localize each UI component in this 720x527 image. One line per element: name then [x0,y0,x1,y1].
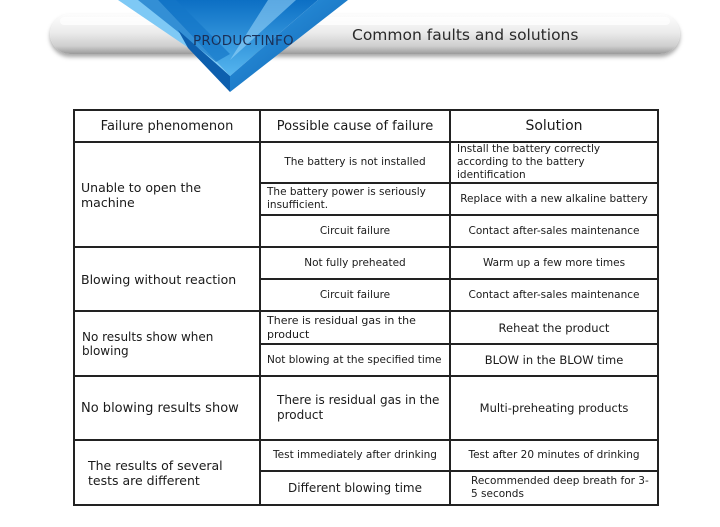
cause-cell: Circuit failure [259,278,451,313]
ribbon-decoration [118,0,348,92]
phenomenon-cell: Unable to open the machine [73,140,261,249]
phenomenon-cell: Blowing without reaction [73,246,261,313]
cause-cell: Not fully preheated [259,246,451,281]
cause-cell: There is residual gas in the product [259,310,451,346]
table-row: No results show when blowing There is re… [73,310,659,378]
phenomenon-cell: The results of several tests are differe… [73,439,261,507]
header-failure-phenomenon: Failure phenomenon [73,109,261,143]
solution-cell: Reheat the product [449,310,659,346]
cause-cell: The battery is not installed [259,140,451,185]
solution-cell: Install the battery correctly according … [449,140,659,185]
table-row: Different blowing time Recommended deep … [74,470,659,507]
brand-label: PRODUCTINFO [193,33,294,49]
solution-cell: Test after 20 minutes of drinking [449,439,659,473]
cause-cell: Different blowing time [259,470,451,507]
solution-cell: Recommended deep breath for 3-5 seconds [449,470,659,507]
cause-cell: Test immediately after drinking [259,439,451,473]
table-row: Unable to open the machine The battery i… [73,140,659,249]
phenomenon-cell: No blowing results show [73,375,261,442]
table-row: Circuit failure Contact after-sales main… [74,278,659,313]
page-title: Common faults and solutions [352,26,579,44]
solution-cell: BLOW in the BLOW time [449,343,659,378]
table-row: No blowing results show There is residua… [73,375,659,442]
solution-cell: Multi-preheating products [449,375,659,442]
solution-cell: Replace with a new alkaline battery [449,182,659,217]
table-row: Not blowing at the specified time BLOW i… [74,343,659,378]
faults-table: Failure phenomenon Possible cause of fai… [73,109,659,507]
solution-cell: Warm up a few more times [449,246,659,281]
cause-cell: There is residual gas in the product [259,375,451,442]
table-header-row: Failure phenomenon Possible cause of fai… [73,109,659,143]
table-row: Circuit failure Contact after-sales main… [74,214,659,249]
solution-cell: Contact after-sales maintenance [449,214,659,249]
table-row: The results of several tests are differe… [73,439,659,507]
header-solution: Solution [449,109,659,143]
header-possible-cause: Possible cause of failure [259,109,451,143]
cause-cell: Circuit failure [259,214,451,249]
solution-cell: Contact after-sales maintenance [449,278,659,313]
cause-cell: Not blowing at the specified time [259,343,451,378]
table-row: The battery power is seriously insuffici… [74,182,659,217]
phenomenon-cell: No results show when blowing [73,310,261,378]
cause-cell: The battery power is seriously insuffici… [259,182,451,217]
table-row: Blowing without reaction Not fully prehe… [73,246,659,313]
